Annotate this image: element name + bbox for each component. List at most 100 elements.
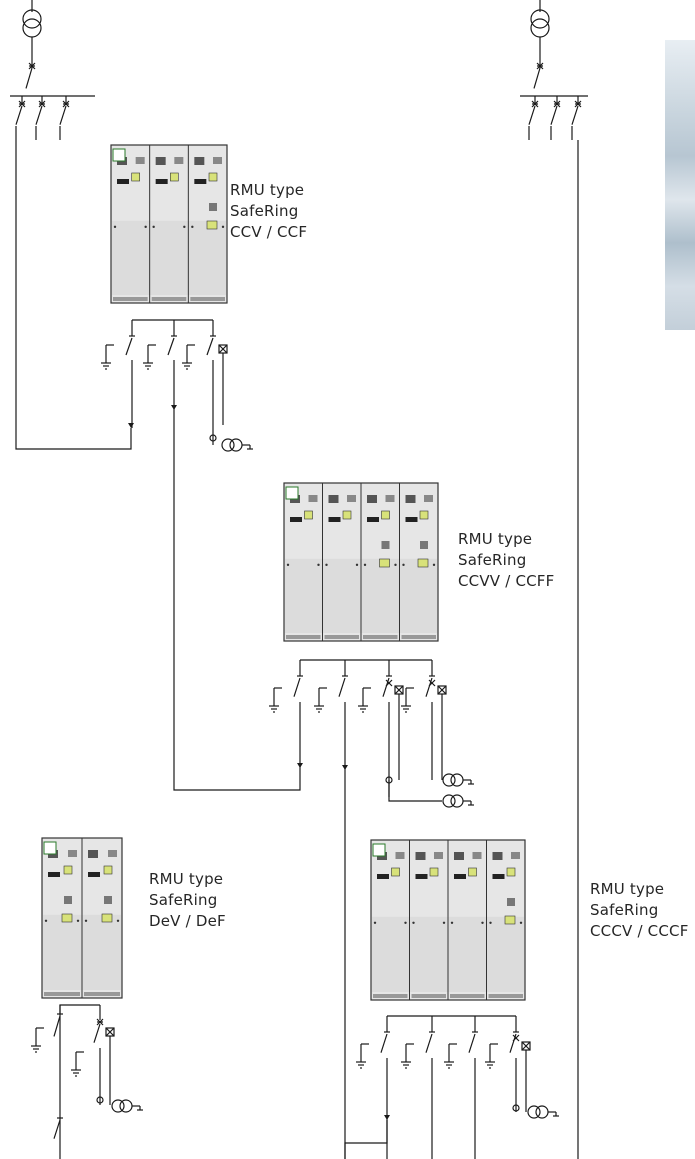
symbols: [15, 0, 582, 1139]
indicator: [424, 495, 433, 502]
earth-icon: [269, 698, 279, 713]
wire: [167, 337, 175, 356]
junction: [385, 776, 393, 784]
switch-icon: [528, 103, 538, 125]
feeder-line: [173, 765, 301, 791]
wire: [512, 1034, 520, 1042]
earth-switch-icon: [186, 344, 195, 355]
switch-icon: [550, 103, 560, 125]
indicator: [405, 495, 416, 503]
wire: [385, 679, 393, 687]
screw: [317, 563, 320, 567]
transformer-icon: [530, 0, 550, 48]
earth-icon: [485, 1054, 495, 1069]
wire: [53, 1119, 61, 1139]
indicator: [209, 203, 217, 211]
screw: [412, 921, 415, 924]
indicator: [213, 157, 222, 164]
junction: [512, 1104, 520, 1112]
feeder-line: [15, 140, 132, 450]
counter: [415, 874, 428, 879]
status-lamp: [419, 510, 429, 520]
counter: [405, 517, 418, 522]
status-lamp: [381, 510, 390, 520]
indicator: [328, 495, 339, 503]
fuse-icon: [105, 1027, 115, 1037]
earth-switch-icon: [318, 687, 327, 698]
wire: [28, 62, 36, 70]
wire: [533, 67, 541, 89]
switch-icon: [93, 1021, 103, 1043]
switch-icon: [15, 103, 25, 125]
earth-icon: [314, 698, 324, 713]
status-lamp: [506, 867, 516, 877]
label-line-2: SafeRing: [590, 901, 659, 919]
plinth: [488, 994, 523, 998]
indicator: [395, 852, 405, 859]
status-lamp: [304, 510, 313, 520]
earth-icon: [444, 1054, 454, 1069]
indicator: [434, 852, 443, 859]
current-transformer-icon: [442, 773, 474, 787]
earth-icon: [71, 1062, 81, 1077]
counter: [367, 517, 379, 522]
screw: [363, 563, 367, 567]
current-transformer-icon: [111, 1099, 143, 1113]
plinth: [84, 992, 120, 996]
arrow-icon: [297, 763, 303, 768]
counter: [492, 874, 505, 879]
counter: [48, 872, 60, 877]
breaker-mark-icon: [28, 62, 36, 70]
wire: [218, 344, 228, 354]
feeder-line: [59, 1004, 100, 1159]
earth-switch-icon: [448, 1043, 457, 1054]
screw: [404, 921, 407, 924]
earth-icon: [401, 698, 411, 713]
screw: [44, 919, 48, 922]
indicator: [174, 157, 184, 164]
status-lamp: [101, 913, 113, 923]
label-line-3: CCCV / CCCF: [590, 922, 689, 940]
wire: [25, 67, 33, 89]
earth-icon: [401, 1054, 411, 1069]
status-lamp: [208, 172, 218, 182]
earth-icon: [358, 698, 368, 713]
status-lamp: [391, 867, 400, 877]
counter: [88, 872, 100, 877]
counter: [194, 179, 207, 184]
indicator: [155, 157, 166, 165]
logo-mark: [372, 843, 386, 857]
cabinets: [41, 144, 526, 1001]
earth-icon: [143, 355, 153, 370]
label-unit-ccv-ccf: RMU type SafeRing CCV / CCF: [230, 180, 307, 243]
screw: [84, 919, 88, 922]
switch-icon: [425, 1031, 435, 1053]
current-transformer-icon: [527, 1105, 559, 1119]
switch-icon: [425, 675, 435, 697]
wiring: [10, 48, 588, 1159]
status-lamp: [131, 172, 140, 182]
switch-icon: [468, 1031, 478, 1053]
switch-icon: [293, 675, 303, 697]
wire: [293, 677, 301, 697]
plinth: [401, 635, 436, 639]
junction: [96, 1096, 104, 1104]
earth-switch-icon: [105, 344, 114, 355]
earth-switch-icon: [75, 1051, 84, 1062]
earth-icon: [356, 1054, 366, 1069]
switch-icon: [206, 335, 216, 356]
indicator: [415, 852, 426, 860]
label-line-2: SafeRing: [149, 891, 218, 909]
fuse-icon: [218, 344, 228, 354]
earth-icon: [31, 1038, 41, 1053]
indicator: [104, 896, 112, 904]
wire: [53, 1015, 61, 1037]
wire: [125, 337, 133, 356]
switch-icon: [53, 1013, 63, 1037]
screw: [144, 225, 147, 229]
switch-icon: [25, 65, 35, 89]
label-line-1: RMU type: [149, 870, 224, 888]
wire: [35, 105, 43, 125]
status-lamp: [61, 913, 73, 923]
